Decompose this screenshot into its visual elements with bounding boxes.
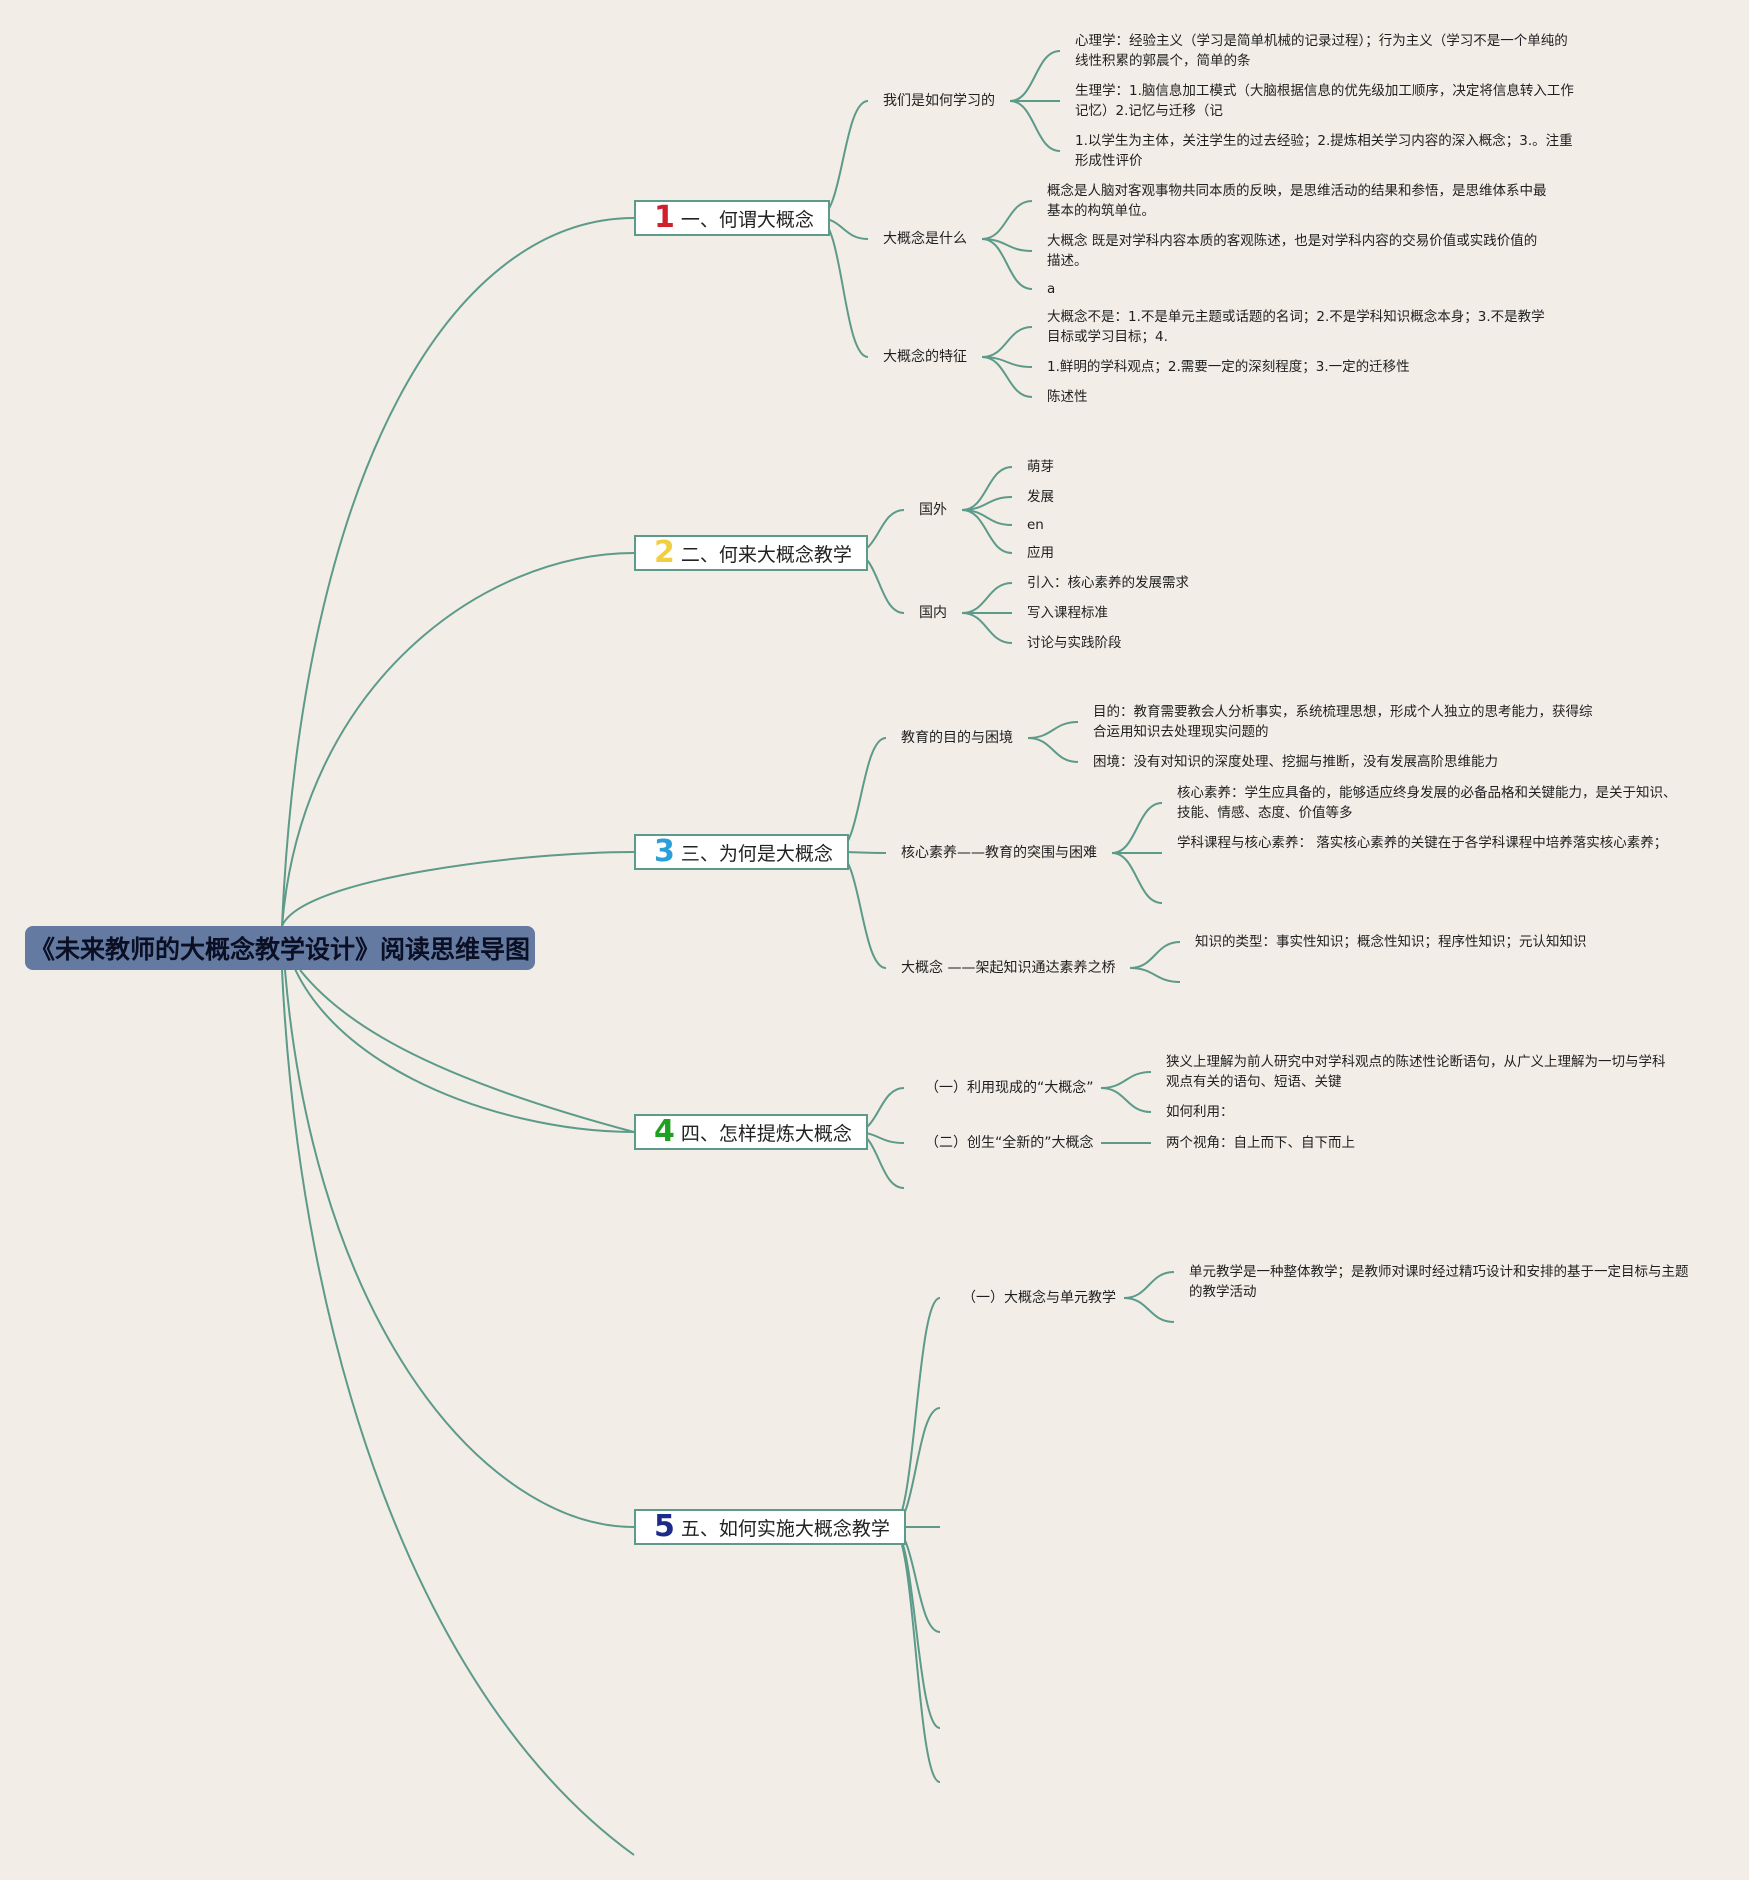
branch-1-label: 一、何谓大概念: [680, 208, 814, 231]
connector-line: [281, 851, 635, 927]
connector-line: [1123, 1271, 1175, 1299]
branch-4-number: 4: [654, 1114, 675, 1149]
branch-2-sub-2-leaf-3[interactable]: 讨论与实践阶段: [1027, 635, 1122, 651]
branch-2-sub-1[interactable]: 国外: [919, 502, 947, 518]
connector-line: [981, 200, 1033, 240]
branch-5-sub-1-leaf-1[interactable]: 单元教学是一种整体教学；是教师对课时经过精巧设计和安排的基于一定目标与主题的教学…: [1189, 1264, 1689, 1300]
branch-1-sub-2-leaf-1[interactable]: 概念是人脑对客观事物共同本质的反映，是思维活动的结果和参悟，是思维体系中最基本的…: [1047, 183, 1547, 219]
connector-line: [281, 925, 635, 1528]
branch-1-sub-3-leaf-2[interactable]: 1.鲜明的学科观点；2.需要一定的深刻程度；3.一定的迁移性: [1047, 359, 1410, 375]
branch-3-sub-1-leaf-2[interactable]: 困境：没有对知识的深度处理、挖掘与推断，没有发展高阶思维能力: [1093, 754, 1498, 770]
branch-1-sub-1-leaf-1[interactable]: 心理学：经验主义（学习是简单机械的记录过程）；行为主义（学习不是一个单纯的线性积…: [1075, 33, 1568, 69]
branch-2-sub-1-leaf-4[interactable]: 应用: [1027, 545, 1054, 561]
connector-line: [961, 582, 1013, 614]
connector-line: [981, 238, 1033, 290]
connector-line: [281, 969, 635, 1856]
branch-1-sub-1[interactable]: 我们是如何学习的: [883, 93, 995, 109]
branch-5-number: 5: [654, 1509, 675, 1544]
branch-5-label: 五、如何实施大概念教学: [680, 1517, 890, 1540]
branch-1-sub-1-leaf-3[interactable]: 1.以学生为主体，关注学生的过去经验；2.提炼相关学习内容的深入概念；3.。注重…: [1075, 133, 1573, 169]
connector-line: [1129, 967, 1181, 983]
branch-3-sub-1-leaf-1[interactable]: 目的：教育需要教会人分析事实，系统梳理思想，形成个人独立的思考能力，获得综合运用…: [1093, 704, 1593, 740]
connector-line: [981, 356, 1033, 398]
branch-1-number: 1: [654, 200, 675, 235]
connector-line: [1123, 1297, 1175, 1323]
branch-2-label: 二、何来大概念教学: [680, 543, 852, 566]
branch-2-sub-1-leaf-1[interactable]: 萌芽: [1027, 459, 1054, 475]
branch-3-sub-2-leaf-2[interactable]: 学科课程与核心素养： 落实核心素养的关键在于各学科课程中培养落实核心素养；: [1177, 835, 1668, 851]
branch-2-sub-2-leaf-2[interactable]: 写入课程标准: [1027, 605, 1108, 621]
connector-line: [1100, 1071, 1152, 1089]
connector-line: [1129, 941, 1181, 969]
branch-4-sub-1[interactable]: （一）利用现成的“大概念”: [925, 1080, 1094, 1096]
connector-line: [1027, 737, 1079, 763]
branch-1-sub-3-leaf-3[interactable]: 陈述性: [1047, 389, 1088, 405]
branch-1-sub-3-leaf-1[interactable]: 大概念不是：1.不是单元主题或话题的名词；2.不是学科知识概念本身；3.不是教学…: [1047, 309, 1545, 345]
branch-1-sub-1-leaf-2[interactable]: 生理学：1.脑信息加工模式（大脑根据信息的优先级加工顺序，决定将信息转入工作记忆…: [1075, 83, 1574, 119]
connector-line: [1111, 802, 1163, 854]
branch-3-sub-2[interactable]: 核心素养——教育的突围与困难: [901, 845, 1097, 861]
branch-5-topic[interactable]: 5 五、如何实施大概念教学: [634, 1509, 906, 1545]
connector-line: [1027, 721, 1079, 739]
branch-4-sub-2-leaf-1[interactable]: 两个视角：自上而下、自下而上: [1166, 1135, 1355, 1151]
connector-line: [1009, 50, 1061, 102]
branch-4-sub-1-leaf-1[interactable]: 狭义上理解为前人研究中对学科观点的陈述性论断语句，从广义上理解为一切与学科观点有…: [1166, 1054, 1666, 1090]
branch-2-topic[interactable]: 2 二、何来大概念教学: [634, 535, 868, 571]
branch-2-sub-2[interactable]: 国内: [919, 605, 947, 621]
branch-3-sub-1[interactable]: 教育的目的与困境: [901, 730, 1013, 746]
connector-line: [1111, 852, 1163, 904]
branch-2-sub-1-leaf-2[interactable]: 发展: [1027, 489, 1054, 505]
connector-line: [961, 509, 1013, 554]
branch-1-sub-2-leaf-3[interactable]: a: [1047, 281, 1056, 297]
branch-4-sub-2[interactable]: （二）创生“全新的”大概念: [925, 1135, 1094, 1151]
branch-3-sub-3-leaf-1[interactable]: 知识的类型：事实性知识；概念性知识；程序性知识；元认知知识: [1195, 934, 1587, 950]
branch-1-sub-3[interactable]: 大概念的特征: [883, 349, 967, 365]
branch-3-sub-3[interactable]: 大概念 ——架起知识通达素养之桥: [901, 960, 1116, 976]
branch-2-number: 2: [654, 535, 675, 570]
branch-1-topic[interactable]: 1 一、何谓大概念: [634, 200, 830, 236]
connector-line: [281, 925, 635, 1133]
branch-1-sub-2-leaf-2[interactable]: 大概念 既是对学科内容本质的客观陈述，也是对学科内容的交易价值或实践价值的描述。: [1047, 233, 1538, 269]
branch-4-label: 四、怎样提炼大概念: [680, 1122, 852, 1145]
root-topic[interactable]: 《未来教师的大概念教学设计》阅读思维导图: [25, 926, 535, 970]
connector-line: [299, 969, 635, 1133]
branch-3-topic[interactable]: 3 三、为何是大概念: [634, 834, 849, 870]
branch-3-number: 3: [654, 834, 675, 869]
branch-2-sub-2-leaf-1[interactable]: 引入：核心素养的发展需求: [1027, 575, 1189, 591]
branch-5-sub-1[interactable]: （一）大概念与单元教学: [962, 1290, 1116, 1306]
connector-line: [891, 1526, 941, 1783]
branch-3-label: 三、为何是大概念: [680, 842, 833, 865]
branch-4-sub-1-leaf-2[interactable]: 如何利用：: [1166, 1104, 1234, 1120]
connector-line: [281, 217, 635, 927]
connector-line: [1009, 100, 1061, 152]
branch-1-sub-2[interactable]: 大概念是什么: [883, 231, 967, 247]
connector-line: [961, 612, 1013, 644]
connector-line: [281, 552, 635, 927]
branch-4-topic[interactable]: 4 四、怎样提炼大概念: [634, 1114, 868, 1150]
connector-line: [1100, 1087, 1152, 1113]
branch-2-sub-1-leaf-3[interactable]: en: [1027, 517, 1044, 533]
connector-line: [981, 326, 1033, 358]
branch-3-sub-2-leaf-1[interactable]: 核心素养：学生应具备的，能够适应终身发展的必备品格和关键能力，是关于知识、技能、…: [1177, 785, 1677, 821]
